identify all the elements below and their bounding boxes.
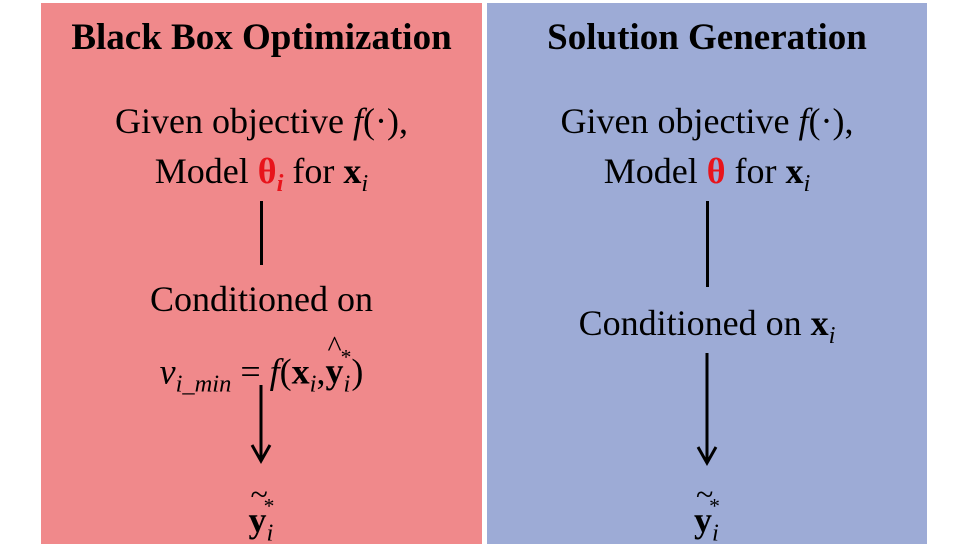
model-line: Model θ for xi: [603, 151, 811, 197]
output-y-tilde: ~yi*: [694, 476, 720, 547]
condition-formula: vi_min = f(xi,^yi*): [159, 330, 364, 398]
panel-title: Solution Generation: [547, 17, 867, 58]
panel-title: Black Box Optimization: [71, 17, 452, 58]
y-hat-symbol: ^y: [325, 330, 344, 392]
x-symbol: x: [785, 151, 804, 191]
conditioned-on-label: Conditioned on: [150, 279, 373, 319]
connector-line: [706, 201, 709, 287]
down-arrow: [250, 385, 272, 465]
solution-generation-panel: Solution Generation Given objective f(·)…: [487, 3, 927, 546]
output-y-tilde: ~yi*: [248, 476, 275, 547]
model-line: Model θi for xi: [154, 151, 369, 197]
conditioned-on-label: Conditioned on xi: [578, 303, 836, 349]
connector-line: [260, 201, 263, 265]
black-box-optimization-panel: Black Box Optimization Given objective f…: [41, 3, 482, 546]
theta-symbol: θ: [706, 151, 726, 191]
theta-symbol: θi: [257, 151, 284, 197]
given-objective-line: Given objective f(·),: [560, 101, 854, 141]
given-objective-line: Given objective f(·),: [115, 101, 408, 141]
down-arrow: [696, 353, 718, 467]
x-symbol: x: [343, 151, 362, 191]
